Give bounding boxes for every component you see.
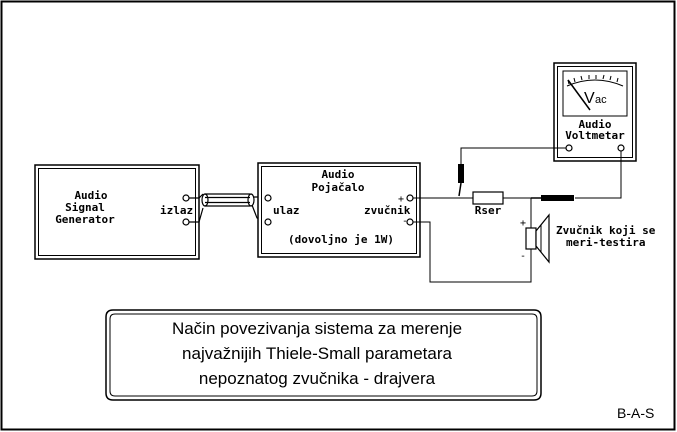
generator-title-line2: Signal <box>65 201 105 214</box>
generator-title-line1: Audio <box>74 189 107 202</box>
speaker-plus-sign: + <box>520 218 526 229</box>
generator-output-label: izlaz <box>160 204 193 217</box>
speaker: + - Zvučnik koji se meri-testira <box>520 213 656 264</box>
probe-right <box>531 195 574 201</box>
resistor-label: Rser <box>475 204 502 217</box>
amplifier-power-note: (dovoljno je 1W) <box>288 233 394 246</box>
signature: B-A-S <box>617 405 654 421</box>
generator-output-jack-top <box>182 194 190 202</box>
series-resistor: Rser <box>472 191 504 217</box>
amplifier: Audio Pojačalo ulaz zvučnik + - (dovoljn… <box>257 162 421 258</box>
voltmeter-jack-right <box>617 144 625 152</box>
generator-output-jack-bottom <box>182 218 190 226</box>
amplifier-output-jack-plus <box>406 194 414 202</box>
caption-box: Način povezivanja sistema za merenje naj… <box>105 309 542 401</box>
amplifier-input-jack-top <box>264 194 272 202</box>
voltmeter: V ac Audio Voltmetar <box>553 62 637 162</box>
amplifier-plus-sign: + <box>398 194 404 205</box>
amplifier-title-line1: Audio <box>321 168 354 181</box>
voltmeter-title-line2: Voltmetar <box>565 129 625 142</box>
amplifier-title-line2: Pojačalo <box>312 181 365 194</box>
signal-generator: Audio Signal Generator izlaz <box>34 164 200 260</box>
generator-title-line3: Generator <box>55 213 115 226</box>
speaker-label-line2: meri-testira <box>566 236 645 249</box>
shielded-cable <box>189 193 266 223</box>
amplifier-output-label: zvučnik <box>364 204 411 217</box>
speaker-cone <box>535 213 550 264</box>
amplifier-input-jack-bottom <box>264 218 272 226</box>
amplifier-minus-sign: - <box>402 216 408 227</box>
caption-line1: Način povezivanja sistema za merenje <box>172 319 462 338</box>
voltmeter-v-symbol: V <box>584 90 595 107</box>
speaker-magnet <box>525 227 537 250</box>
circuit-wires <box>413 147 622 283</box>
caption-line3: nepoznatog zvučnika - drajvera <box>199 369 436 388</box>
voltmeter-title-line1: Audio <box>578 118 611 131</box>
amplifier-output-jack-minus <box>406 218 414 226</box>
voltmeter-needle <box>567 79 591 111</box>
voltmeter-jack-left <box>565 144 573 152</box>
caption-line2: najvažnijih Thiele-Small parametara <box>182 344 452 363</box>
speaker-minus-sign: - <box>520 251 526 262</box>
amplifier-input-label: ulaz <box>273 204 300 217</box>
voltmeter-ac-subscript: ac <box>595 94 607 106</box>
speaker-label-line1: Zvučnik koji se <box>556 224 656 237</box>
probe-left <box>458 164 464 197</box>
